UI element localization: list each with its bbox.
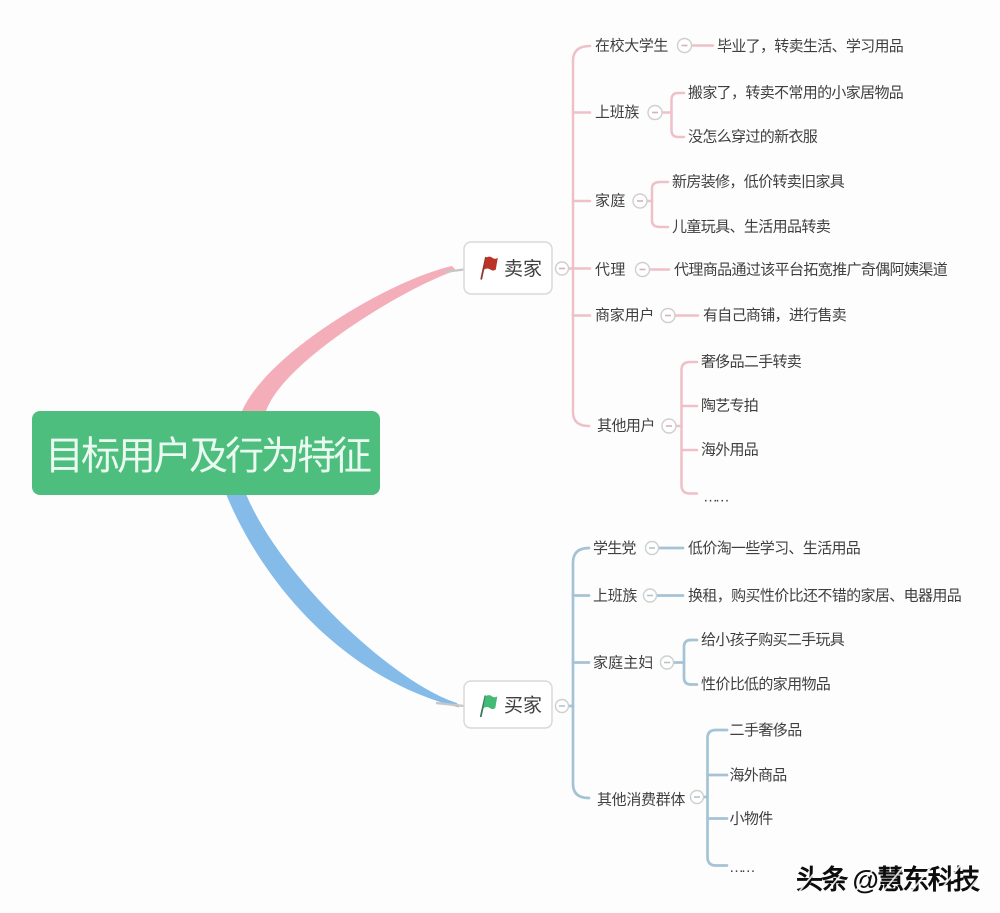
svg-text:上班族: 上班族	[593, 588, 637, 605]
svg-text:在校大学生: 在校大学生	[595, 38, 668, 55]
svg-text:卖家: 卖家	[504, 258, 542, 280]
svg-text:海外商品: 海外商品	[730, 767, 787, 784]
svg-text:其他消费群体: 其他消费群体	[597, 792, 685, 809]
svg-text:家庭主妇: 家庭主妇	[593, 655, 653, 672]
svg-text:换租，购买性价比还不错的家居、电器用品: 换租，购买性价比还不错的家居、电器用品	[688, 588, 961, 605]
svg-text:没怎么穿过的新衣服: 没怎么穿过的新衣服	[688, 129, 818, 146]
svg-text:搬家了，转卖不常用的小家居物品: 搬家了，转卖不常用的小家居物品	[688, 85, 903, 102]
svg-text:商家用户: 商家用户	[595, 307, 654, 324]
svg-text:头条 @慧东科技: 头条 @慧东科技	[796, 864, 980, 895]
svg-text:目标用户及行为特征: 目标用户及行为特征	[45, 436, 371, 479]
svg-text:毕业了，转卖生活、学习用品: 毕业了，转卖生活、学习用品	[717, 38, 903, 55]
svg-text:学生党: 学生党	[593, 540, 636, 557]
svg-text:小物件: 小物件	[730, 811, 774, 828]
svg-text:买家: 买家	[504, 695, 542, 717]
svg-text:儿童玩具、生活用品转卖: 儿童玩具、生活用品转卖	[672, 218, 831, 236]
svg-text:……: ……	[703, 489, 729, 506]
svg-text:二手奢侈品: 二手奢侈品	[730, 722, 802, 739]
svg-text:代理商品通过该平台拓宽推广奇偶阿姨渠道: 代理商品通过该平台拓宽推广奇偶阿姨渠道	[674, 262, 948, 279]
svg-text:低价淘一些学习、生活用品: 低价淘一些学习、生活用品	[688, 540, 860, 557]
svg-text:新房装修，低价转卖旧家具: 新房装修，低价转卖旧家具	[672, 174, 845, 191]
svg-text:代理: 代理	[595, 262, 625, 279]
svg-text:性价比低的家用物品: 性价比低的家用物品	[701, 676, 830, 693]
svg-text:陶艺专拍: 陶艺专拍	[701, 398, 758, 415]
svg-text:海外用品: 海外用品	[701, 442, 758, 459]
svg-text:家庭: 家庭	[595, 193, 625, 210]
svg-text:其他用户: 其他用户	[597, 418, 655, 435]
svg-text:奢侈品二手转卖: 奢侈品二手转卖	[701, 354, 802, 371]
svg-text:有自己商铺，进行售卖: 有自己商铺，进行售卖	[703, 307, 847, 324]
svg-text:给小孩子购买二手玩具: 给小孩子购买二手玩具	[701, 632, 845, 649]
svg-text:上班族: 上班族	[595, 104, 639, 121]
svg-text:……: ……	[729, 859, 755, 876]
